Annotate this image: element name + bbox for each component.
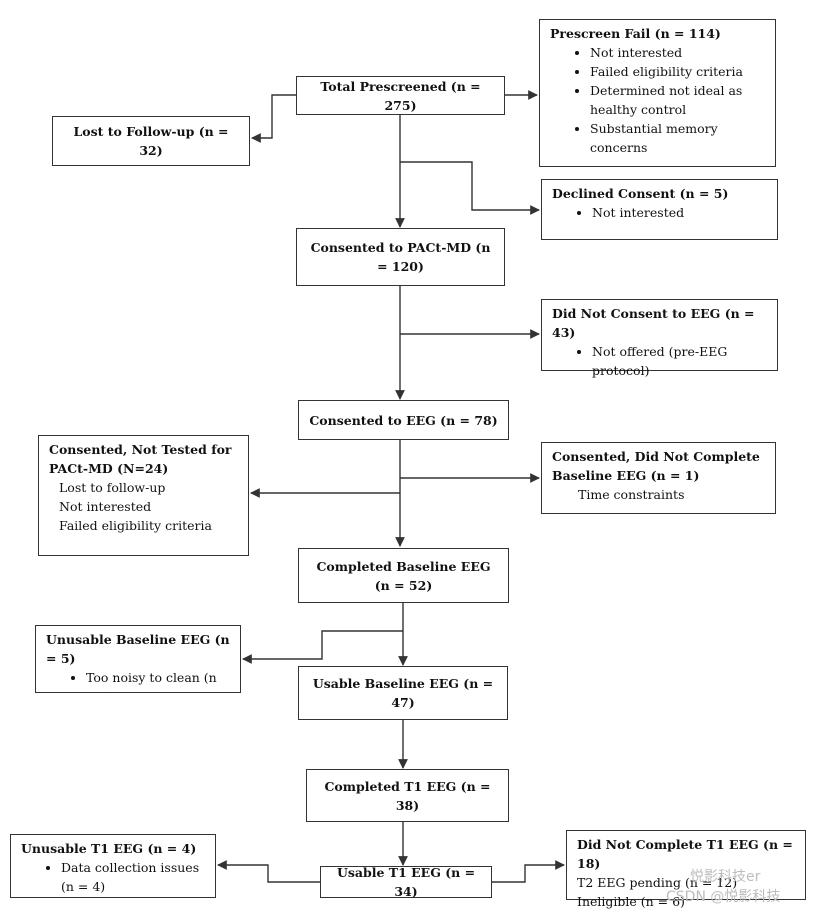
unusable-t1-box: Unusable T1 EEG (n = 4) Data collection … [10,834,216,898]
prescreen-fail-list: Not interested Failed eligibility criter… [550,43,765,157]
completed-t1-box: Completed T1 EEG (n = 38) [306,769,509,822]
not-complete-t1-line: Ineligible (n = 6) [577,894,685,909]
not-complete-t1-box: Did Not Complete T1 EEG (n = 18) T2 EEG … [566,830,806,909]
arrow-to-unusable-baseline [242,630,403,664]
not-tested-box: Consented, Not Tested for PACt-MD (N=24)… [38,435,249,556]
arrow-to-declined-consent [400,161,540,215]
declined-consent-list: Not interested [552,203,767,222]
not-complete-t1-line: T2 EEG pending (n = 12) [577,875,738,890]
completed-t1-label: Completed T1 EEG (n = 38) [324,778,491,813]
arrow-to-not-complete-t1 [492,860,565,883]
unusable-t1-list: Data collection issues (n = 4) [21,858,205,896]
consented-pactmd-box: Consented to PACt-MD (n = 120) [296,228,505,286]
not-tested-line: Lost to follow-up [59,480,166,495]
total-prescreened-label: Total Prescreened (n = 275) [320,78,481,113]
declined-consent-title: Declined Consent (n = 5) [552,186,729,201]
lost-followup-label: Lost to Follow-up (n = 32) [73,124,229,158]
unusable-baseline-item: Too noisy to clean (n = 2) [86,668,230,692]
declined-consent-box: Declined Consent (n = 5) Not interested [541,179,778,240]
prescreen-fail-box: Prescreen Fail (n = 114) Not interested … [539,19,776,167]
did-not-consent-eeg-title: Did Not Consent to EEG (n = 43) [552,306,755,340]
arrow-to-unusable-t1 [217,860,320,883]
prescreen-fail-title: Prescreen Fail (n = 114) [550,26,721,41]
completed-baseline-label: Completed Baseline EEG (n = 52) [316,558,491,593]
did-not-consent-eeg-item: Not offered (pre-EEG protocol) [592,342,767,380]
watermark-line2: CSDN @悦影科技 [666,889,781,905]
consented-pactmd-label: Consented to PACt-MD (n = 120) [310,240,491,274]
usable-t1-label: Usable T1 EEG (n = 34) [336,865,476,899]
unusable-t1-title: Unusable T1 EEG (n = 4) [21,841,197,856]
prescreen-fail-item: Failed eligibility criteria [590,62,765,81]
not-tested-line: Not interested [59,499,152,514]
did-not-consent-eeg-box: Did Not Consent to EEG (n = 43) Not offe… [541,299,778,378]
prescreen-fail-item: Not interested [590,43,765,62]
consented-eeg-box: Consented to EEG (n = 78) [298,400,509,440]
consented-eeg-label: Consented to EEG (n = 78) [309,412,498,428]
unusable-baseline-box: Unusable Baseline EEG (n = 5) Too noisy … [35,625,241,693]
unusable-baseline-list: Too noisy to clean (n = 2) [46,668,230,692]
not-tested-title: Consented, Not Tested for PACt-MD (N=24) [49,442,232,476]
usable-baseline-label: Usable Baseline EEG (n = 47) [312,676,494,710]
not-tested-line: Failed eligibility criteria [59,518,212,533]
lost-followup-box: Lost to Follow-up (n = 32) [52,116,250,166]
total-prescreened-box: Total Prescreened (n = 275) [296,76,505,115]
declined-consent-item: Not interested [592,203,767,222]
completed-baseline-box: Completed Baseline EEG (n = 52) [298,548,509,603]
not-complete-baseline-line: Time constraints [578,487,685,502]
usable-baseline-box: Usable Baseline EEG (n = 47) [298,666,508,720]
not-complete-t1-title: Did Not Complete T1 EEG (n = 18) [577,837,793,871]
arrow-to-lost-followup [251,94,296,143]
not-complete-baseline-title: Consented, Did Not Complete Baseline EEG… [552,449,760,483]
unusable-baseline-title: Unusable Baseline EEG (n = 5) [46,632,230,666]
watermark-line1: 悦影科技er [690,869,761,885]
prescreen-fail-item: Substantial memory concerns [590,119,765,157]
did-not-consent-eeg-list: Not offered (pre-EEG protocol) [552,342,767,380]
not-complete-baseline-box: Consented, Did Not Complete Baseline EEG… [541,442,776,514]
usable-t1-box: Usable T1 EEG (n = 34) [320,865,492,899]
prescreen-fail-item: Determined not ideal as healthy control [590,81,765,119]
unusable-t1-item: Data collection issues (n = 4) [61,858,205,896]
